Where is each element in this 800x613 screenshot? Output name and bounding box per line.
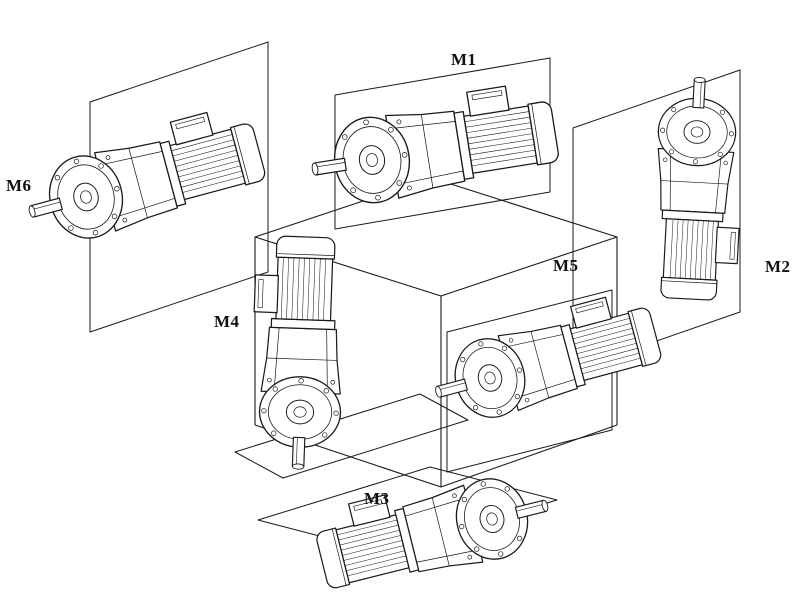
label-m6: M6	[6, 176, 32, 195]
mounting-plane-m5	[446, 289, 613, 473]
mounting-planes	[89, 41, 741, 554]
label-m1: M1	[451, 50, 477, 69]
label-m5: M5	[553, 256, 579, 275]
gearmotor-m6	[15, 101, 271, 253]
mounting-plane-m1	[334, 57, 551, 230]
gearmotor-m5	[422, 286, 667, 432]
cube-bottom-edges	[254, 424, 618, 488]
label-m4: M4	[214, 312, 240, 331]
mounting-plane-m4	[234, 393, 469, 479]
label-m2: M2	[765, 257, 791, 276]
label-m3: M3	[364, 489, 390, 508]
gearmotors	[15, 74, 748, 602]
gearmotor-m2	[649, 74, 748, 303]
mounting-plane-m6	[89, 41, 269, 333]
mounting-plane-m2	[572, 69, 741, 371]
gearmotor-m3	[309, 456, 558, 602]
gearmotor-m4	[248, 234, 348, 472]
gearmotor-m1	[303, 78, 563, 213]
